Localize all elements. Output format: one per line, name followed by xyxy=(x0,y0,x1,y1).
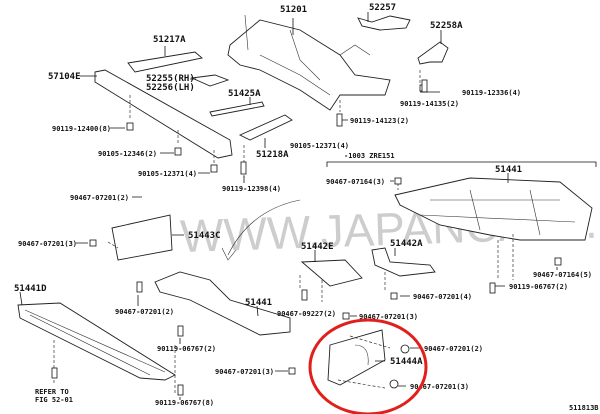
part-51442A[interactable] xyxy=(371,247,436,277)
label-51441D[interactable]: 51441D xyxy=(14,284,47,294)
part-51425A[interactable] xyxy=(209,101,265,117)
label-fastener[interactable]: 90105-12371(4) xyxy=(290,142,349,150)
label-51443C[interactable]: 51443C xyxy=(188,231,221,241)
label-51425A[interactable]: 51425A xyxy=(228,89,261,99)
label-52256[interactable]: 52256(LH) xyxy=(146,83,195,93)
label-51201[interactable]: 51201 xyxy=(280,5,307,15)
label-51442E[interactable]: 51442E xyxy=(301,242,334,252)
range-bracket xyxy=(326,161,597,167)
label-fastener[interactable]: 90467-07201(3) xyxy=(18,240,77,248)
label-fastener[interactable]: 90119-14135(2) xyxy=(400,100,459,108)
label-fastener[interactable]: 90467-07201(3) xyxy=(215,368,274,376)
part-51218A[interactable] xyxy=(238,114,293,141)
label-52257[interactable]: 52257 xyxy=(369,3,396,13)
label-fastener[interactable]: 90467-07201(2) xyxy=(115,308,174,316)
part-52257[interactable] xyxy=(357,15,411,31)
label-fastener[interactable]: 90119-14123(2) xyxy=(350,117,409,125)
part-52255-52256[interactable] xyxy=(190,74,230,87)
label-51444A[interactable]: 51444A xyxy=(390,357,423,367)
label-fastener[interactable]: 90119-12336(4) xyxy=(462,89,521,97)
label-51217A[interactable]: 51217A xyxy=(153,35,186,45)
highlight-circle xyxy=(308,318,428,414)
diagram-code: 511813B xyxy=(569,404,599,412)
label-fastener[interactable]: 90467-07201(2) xyxy=(424,345,483,353)
label-fastener[interactable]: 90119-06767(2) xyxy=(509,283,568,291)
range-note: -1003 ZRE151 xyxy=(344,152,395,160)
refer-note-line2: FIG 52-01 xyxy=(35,396,73,404)
bolts xyxy=(51,79,562,396)
label-51442A[interactable]: 51442A xyxy=(390,239,423,249)
part-57104E[interactable] xyxy=(94,69,233,159)
part-51441-front[interactable] xyxy=(154,271,291,336)
part-51444A[interactable] xyxy=(327,329,386,386)
label-51441-front[interactable]: 51441 xyxy=(245,298,272,308)
part-51217A[interactable] xyxy=(127,51,203,73)
part-51201-crossmember[interactable] xyxy=(227,14,391,111)
label-fastener[interactable]: 90467-07164(3) xyxy=(326,178,385,186)
label-fastener[interactable]: 90105-12346(2) xyxy=(98,150,157,158)
label-fastener[interactable]: 90119-06767(8) xyxy=(155,399,214,407)
label-57104E[interactable]: 57104E xyxy=(48,72,81,82)
label-fastener[interactable]: 90119-12400(8) xyxy=(52,125,111,133)
part-51443C[interactable] xyxy=(111,214,173,261)
label-fastener[interactable]: 90467-07201(3) xyxy=(410,383,469,391)
label-51218A[interactable]: 51218A xyxy=(256,150,289,160)
part-51442E[interactable] xyxy=(300,259,363,287)
label-fastener[interactable]: 90119-06767(2) xyxy=(157,345,216,353)
part-52258A[interactable] xyxy=(417,41,449,65)
label-fastener[interactable]: 90467-09227(2) xyxy=(277,310,336,318)
refer-note-line1: REFER TO xyxy=(35,388,69,396)
label-52255[interactable]: 52255(RH) xyxy=(146,74,195,84)
label-fastener[interactable]: 90467-07164(5) xyxy=(533,271,592,279)
label-fastener[interactable]: 90467-07201(3) xyxy=(359,313,418,321)
label-51441-rear[interactable]: 51441 xyxy=(495,165,522,175)
label-52258A[interactable]: 52258A xyxy=(430,21,463,31)
label-fastener[interactable]: 90467-07201(2) xyxy=(70,194,129,202)
label-fastener[interactable]: 90119-12398(4) xyxy=(222,185,281,193)
label-fastener[interactable]: 90105-12371(4) xyxy=(138,170,197,178)
label-fastener[interactable]: 90467-07201(4) xyxy=(413,293,472,301)
